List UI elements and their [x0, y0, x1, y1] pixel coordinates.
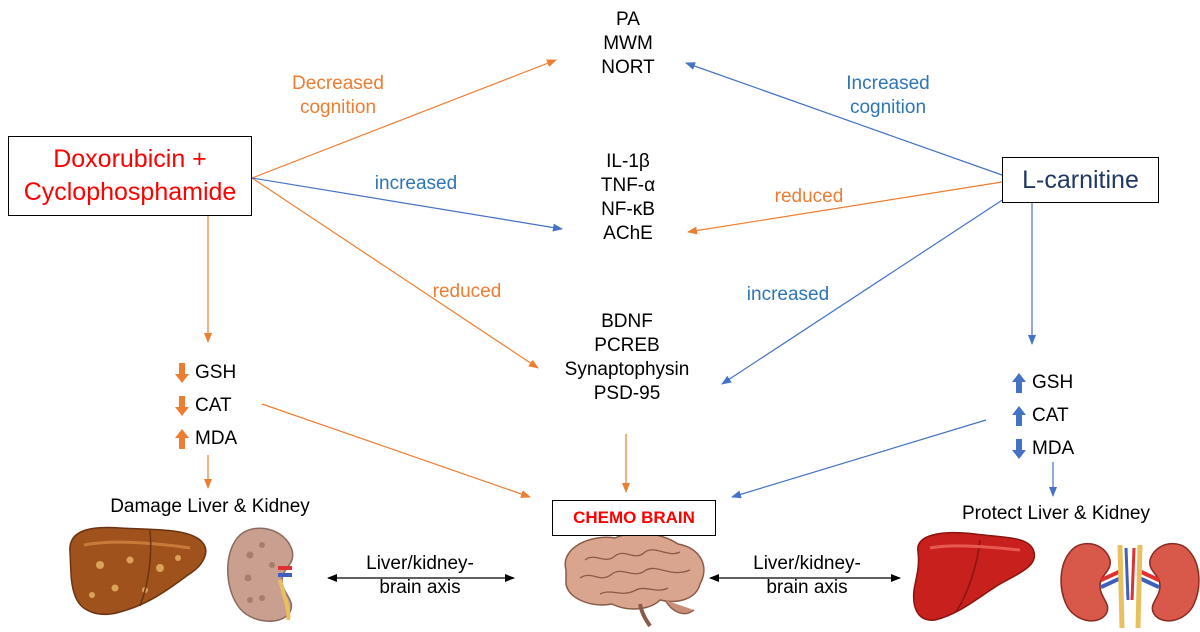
arrow-drug-to-synaptic	[251, 177, 539, 369]
drug-box-line-1: Doxorubicin +	[53, 145, 207, 173]
damaged-kidney-icon	[227, 527, 294, 622]
arrow-lcarnitine-to-synaptic	[721, 194, 1011, 385]
left-gsh-label: GSH	[195, 361, 237, 383]
marker-il1b: IL-1β	[606, 151, 650, 172]
marker-pcreb: PCREB	[594, 335, 660, 356]
test-pa: PA	[616, 9, 640, 30]
label-increased-right: increased	[746, 284, 830, 305]
arrow-left-oxidative-to-chemo	[261, 403, 531, 498]
test-mwm: MWM	[603, 33, 653, 54]
up-arrow-icon	[175, 428, 189, 449]
synaptic-markers: BDNF PCREB Synaptophysin PSD-95	[552, 310, 702, 406]
axis-label-left: Liver/kidney- brain axis	[366, 553, 474, 598]
down-arrow-icon	[175, 362, 189, 383]
marker-psd95: PSD-95	[593, 383, 661, 404]
right-mda-row: MDA	[1012, 432, 1074, 465]
label-increased-cognition: Increased cognition	[846, 73, 930, 118]
left-mda-label: MDA	[195, 427, 238, 449]
marker-synaptophysin: Synaptophysin	[564, 359, 690, 380]
label-reduced-right: reduced	[774, 186, 844, 207]
drug-box-line-2: Cyclophosphamide	[23, 178, 237, 206]
arrow-lcarnitine-to-inflammation	[687, 181, 1003, 235]
arrow-drug-to-inflammation	[251, 177, 563, 232]
up-arrow-icon	[1012, 372, 1026, 393]
arrow-right-oxidative-to-chemo	[731, 419, 987, 499]
right-cat-row: CAT	[1012, 399, 1074, 432]
right-oxidative-markers: GSH CAT MDA	[1012, 366, 1074, 465]
healthy-kidneys-icon	[1060, 542, 1200, 629]
down-arrow-icon	[1012, 438, 1026, 459]
test-nort: NORT	[601, 57, 655, 78]
left-cat-row: CAT	[175, 389, 237, 422]
label-increased-left: increased	[374, 173, 458, 194]
marker-ache: AChE	[603, 223, 653, 244]
healthy-liver-icon	[912, 531, 1036, 621]
chemo-brain-label: CHEMO BRAIN	[573, 508, 695, 527]
lcarnitine-box: L-carnitine	[1002, 157, 1159, 203]
chemo-brain-box: CHEMO BRAIN	[552, 500, 716, 536]
right-gsh-label: GSH	[1032, 371, 1074, 393]
arrow-drug-to-cognition	[251, 59, 557, 179]
brain-icon	[564, 532, 705, 628]
marker-bdnf: BDNF	[601, 311, 653, 332]
lcarnitine-label: L-carnitine	[1022, 166, 1139, 194]
down-arrow-icon	[175, 395, 189, 416]
left-oxidative-markers: GSH CAT MDA	[175, 356, 237, 455]
axis-label-right: Liver/kidney- brain axis	[753, 553, 861, 598]
right-mda-label: MDA	[1032, 437, 1075, 459]
marker-nfkb: NF-κB	[601, 199, 655, 220]
left-gsh-row: GSH	[175, 356, 237, 389]
label-decreased-cognition: Decreased cognition	[292, 73, 384, 118]
left-mda-row: MDA	[175, 422, 237, 455]
damaged-liver-icon	[69, 526, 207, 616]
left-cat-label: CAT	[195, 394, 232, 416]
label-reduced-left: reduced	[432, 281, 502, 302]
damage-label: Damage Liver & Kidney	[110, 496, 310, 517]
right-gsh-row: GSH	[1012, 366, 1074, 399]
right-cat-label: CAT	[1032, 404, 1069, 426]
arrow-lcarnitine-to-cognition	[685, 62, 1003, 176]
inflammation-markers: IL-1β TNF-α NF-κB AChE	[568, 150, 688, 246]
drug-box: Doxorubicin + Cyclophosphamide	[8, 136, 252, 216]
cognition-tests: PA MWM NORT	[578, 8, 678, 80]
protect-label: Protect Liver & Kidney	[962, 503, 1150, 524]
up-arrow-icon	[1012, 405, 1026, 426]
marker-tnfa: TNF-α	[600, 175, 656, 196]
